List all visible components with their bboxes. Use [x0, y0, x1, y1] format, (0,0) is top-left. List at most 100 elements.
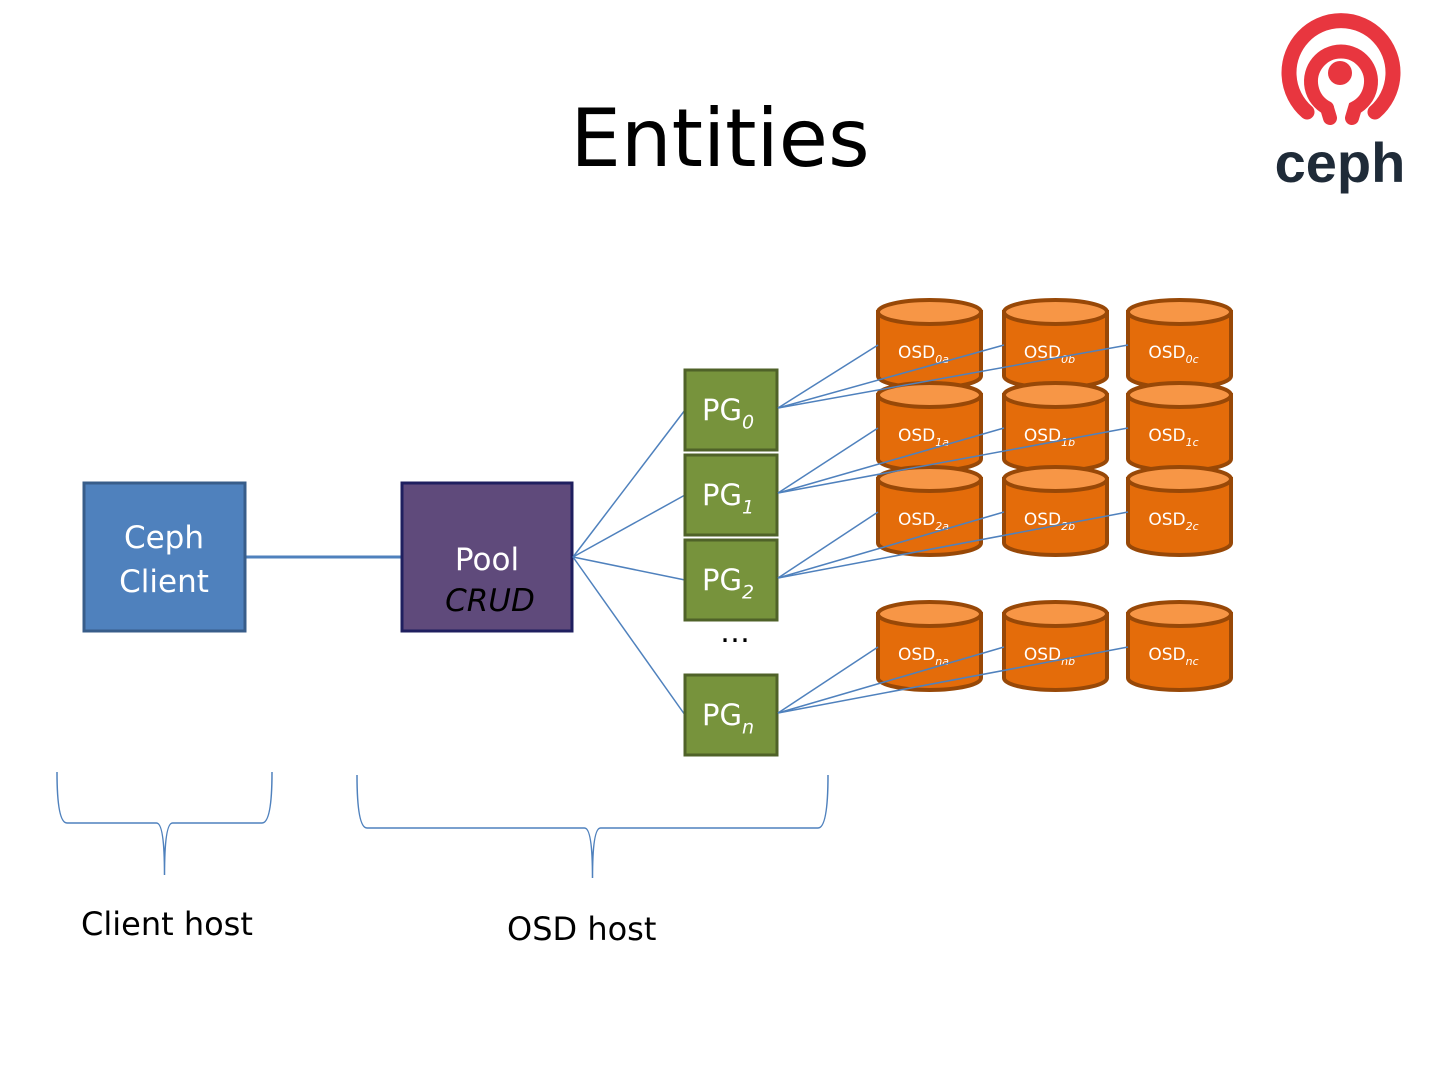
label-base: PG [702, 563, 742, 597]
osd-label: OSD2c [1148, 510, 1198, 533]
pg-rect [683, 673, 779, 757]
label-base: PG [702, 478, 742, 512]
osd-top [1002, 600, 1109, 628]
page-title: Entities [570, 92, 870, 185]
osd-top [876, 465, 983, 493]
osd-top [1002, 465, 1109, 493]
osd-top [876, 600, 983, 628]
client-host-label: Client host [81, 905, 253, 943]
pg-osd-link [777, 646, 1005, 714]
logo-inner-arc [1304, 44, 1378, 125]
pg-rect [683, 538, 779, 622]
osd-body [1002, 612, 1109, 692]
pool-pg-link [572, 556, 686, 581]
osd-cylinder: OSD2a [876, 465, 983, 557]
label-subscript: 1 [742, 497, 754, 519]
pg-ellipsis: … [720, 615, 750, 650]
label-subscript: na [935, 655, 949, 668]
pg-rect [683, 453, 779, 537]
osd-cylinder: OSD1b [1002, 381, 1109, 473]
pg-osd-link [777, 646, 1129, 714]
osd-cylinder: OSD1c [1126, 381, 1233, 473]
label-subscript: 1a [935, 436, 949, 449]
osd-cylinder: OSD2b [1002, 465, 1109, 557]
osd-host-label: OSD host [507, 910, 657, 948]
osd-top [876, 298, 983, 326]
client-host-brace [56, 771, 273, 876]
osd-label: OSD2a [898, 510, 949, 533]
osd-cylinder: OSDna [876, 600, 983, 692]
osd-cylinder: OSD2c [1126, 465, 1233, 557]
pg-label: PG0 [702, 393, 754, 434]
pg-box: PG1 [683, 453, 779, 537]
osd-label: OSD1a [898, 426, 949, 449]
osd-cylinder: OSD0b [1002, 298, 1109, 390]
pg-rect [683, 368, 779, 452]
client-label-line1: Ceph [124, 520, 204, 556]
osd-top [1002, 298, 1109, 326]
client-label-line2: Client [119, 564, 209, 600]
pool-label-line2: CRUD [445, 583, 535, 619]
label-base: OSD [898, 343, 935, 363]
logo-outer-arc [1281, 13, 1401, 120]
pg-osd-link [777, 427, 1129, 494]
osd-label: OSDnc [1148, 645, 1198, 668]
pg-osd-link [777, 511, 1005, 579]
pg-osd-link [777, 427, 1005, 494]
label-base: OSD [1024, 426, 1061, 446]
pg-box: PG0 [683, 368, 779, 452]
label-base: OSD [1024, 645, 1061, 665]
osd-top [1126, 381, 1233, 409]
pg-label: PG1 [702, 478, 754, 519]
label-subscript: 2 [742, 582, 754, 604]
osd-cylinder: OSDnc [1126, 600, 1233, 692]
pool-pg-link [572, 409, 686, 558]
osd-cylinder: OSD0a [876, 298, 983, 390]
logo-dot [1328, 61, 1352, 85]
osd-host-brace [356, 774, 829, 879]
osd-label: OSD1c [1148, 426, 1198, 449]
label-subscript: 0c [1186, 353, 1199, 366]
label-base: OSD [1148, 510, 1185, 530]
osd-label: OSD0c [1148, 343, 1198, 366]
logo-inner-arc-leg [1320, 101, 1337, 125]
pg-osd-link [777, 427, 879, 494]
label-base: OSD [898, 426, 935, 446]
pg-box: PGn [683, 673, 779, 757]
label-subscript: nc [1186, 655, 1199, 668]
client-rect [82, 481, 247, 633]
osd-top [876, 381, 983, 409]
pg-osd-link [777, 344, 1005, 409]
pool-pg-link [572, 556, 686, 716]
label-base: OSD [1148, 426, 1185, 446]
osd-top [1002, 381, 1109, 409]
label-base: PG [702, 698, 742, 732]
ceph-logo: ceph [1275, 13, 1406, 194]
osd-top [1126, 298, 1233, 326]
pg-box: PG2 [683, 538, 779, 622]
label-base: OSD [898, 510, 935, 530]
osd-cylinder: OSD0c [1126, 298, 1233, 390]
label-base: OSD [1148, 645, 1185, 665]
label-subscript: 2c [1186, 520, 1199, 533]
label-subscript: 1c [1186, 436, 1199, 449]
label-subscript: n [742, 717, 754, 739]
pool-pg-link [572, 494, 686, 558]
pg-osd-link [777, 344, 879, 409]
label-subscript: 2a [935, 520, 949, 533]
osd-cylinder: OSDnb [1002, 600, 1109, 692]
label-base: OSD [1024, 510, 1061, 530]
logo-text: ceph [1275, 131, 1406, 194]
pool-rect [400, 481, 574, 633]
pg-label: PG2 [702, 563, 754, 604]
label-subscript: 0 [742, 412, 754, 434]
osd-body [1126, 612, 1233, 692]
label-base: PG [702, 393, 742, 427]
osd-body [1126, 477, 1233, 557]
osd-body [1002, 477, 1109, 557]
osd-top [1126, 465, 1233, 493]
label-base: OSD [898, 645, 935, 665]
osd-label: OSDna [898, 645, 949, 668]
